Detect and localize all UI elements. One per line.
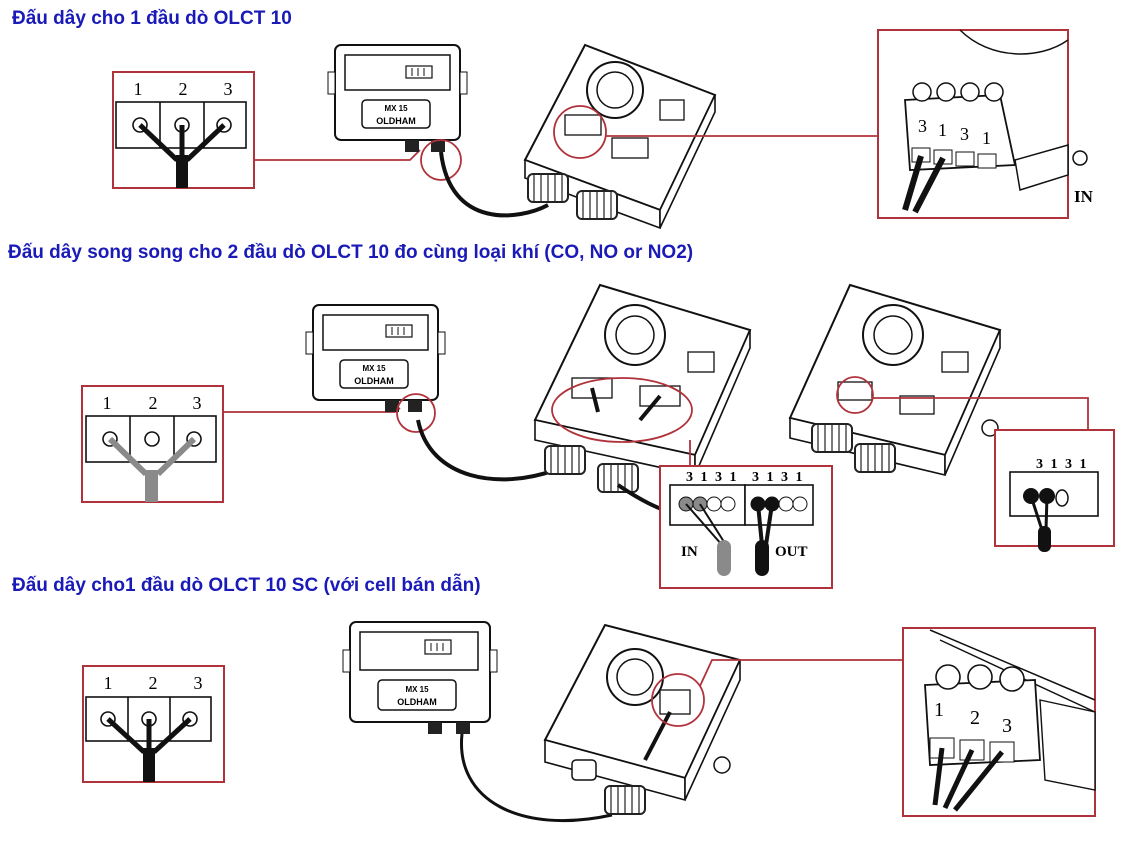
detector-sc-callout [651, 673, 705, 727]
cable-gray [145, 470, 158, 502]
zoom2-in-label: IN [681, 544, 698, 560]
zoom2-out-label: OUT [775, 544, 808, 560]
terminal-label-1: 1 [134, 79, 143, 99]
controller-mx15: MX 15 OLDHAM [327, 44, 468, 152]
terminal-label-2: 2 [179, 79, 188, 99]
zoom2-out-labels: 3 1 3 1 [752, 470, 805, 485]
detector-b [788, 283, 1002, 477]
terminal-label-2: 2 [149, 393, 158, 413]
terminal-label-2: 2 [149, 673, 158, 693]
terminal-label-3: 3 [194, 673, 203, 693]
terminal-label-3: 3 [193, 393, 202, 413]
heading-parallel-detectors: Đấu dây song song cho 2 đầu dò OLCT 10 đ… [8, 242, 694, 263]
section-3: 1 2 3 MX 15 OLDHAM [82, 621, 1096, 823]
cable-black [143, 748, 155, 782]
section-2: 1 2 3 MX 15 OLDHAM [81, 283, 1115, 589]
cable-black [176, 155, 188, 188]
controller-model: MX 15 [384, 104, 408, 113]
zoom-in-out-detail: 3 1 3 1 3 1 3 1 IN OUT [659, 465, 833, 589]
zoom3-labels: 3 1 3 1 [1036, 457, 1089, 472]
controller-connector-callout [420, 139, 462, 181]
zoom-second-detector-detail: 3 1 3 1 [994, 429, 1115, 552]
detector-a-callout [551, 377, 693, 443]
zoom1-label-d: 1 [982, 128, 991, 148]
cable-controller-detector [460, 733, 613, 823]
controller-mx15: MX 15 OLDHAM [305, 304, 446, 412]
zoom-sc-label-3: 3 [1002, 715, 1012, 737]
zoom2-in-labels: 3 1 3 1 [686, 470, 739, 485]
wire-out-black [755, 540, 769, 576]
zoom1-in-label: IN [1074, 187, 1094, 206]
detector-olct10 [523, 43, 717, 230]
zoom1-label-c: 3 [960, 124, 969, 144]
section-1: 1 2 3 MX 15 OLDHAM [112, 29, 1094, 230]
zoom-terminal-detail: 3 1 3 1 IN [877, 29, 1094, 219]
controller-mx15: MX 15 OLDHAM [342, 621, 498, 734]
detector-terminal-callout [553, 105, 607, 159]
cable-controller-detector [439, 151, 549, 218]
terminal-label-3: 3 [224, 79, 233, 99]
controller-brand: OLDHAM [354, 376, 394, 386]
zoom1-label-b: 1 [938, 120, 947, 140]
controller-brand: OLDHAM [397, 697, 437, 707]
heading-sc-detector: Đấu dây cho1 đầu dò OLCT 10 SC (với cell… [12, 575, 481, 596]
zoom-sc-label-1: 1 [934, 699, 944, 721]
zoom-sc-label-2: 2 [970, 707, 980, 729]
controller-model: MX 15 [405, 685, 429, 694]
terminal-label-1: 1 [103, 393, 112, 413]
controller-brand: OLDHAM [376, 116, 416, 126]
detector-b-callout [836, 376, 874, 414]
zoom-sc-terminal-detail: 1 2 3 [902, 627, 1096, 817]
terminal-label-1: 1 [104, 673, 113, 693]
heading-single-detector: Đấu dây cho 1 đầu dò OLCT 10 [12, 8, 292, 29]
detector-a [533, 283, 752, 493]
zoom1-label-a: 3 [918, 116, 927, 136]
controller-model: MX 15 [362, 364, 386, 373]
wire-in-gray [717, 540, 731, 576]
detector-olct10-sc [543, 623, 742, 815]
